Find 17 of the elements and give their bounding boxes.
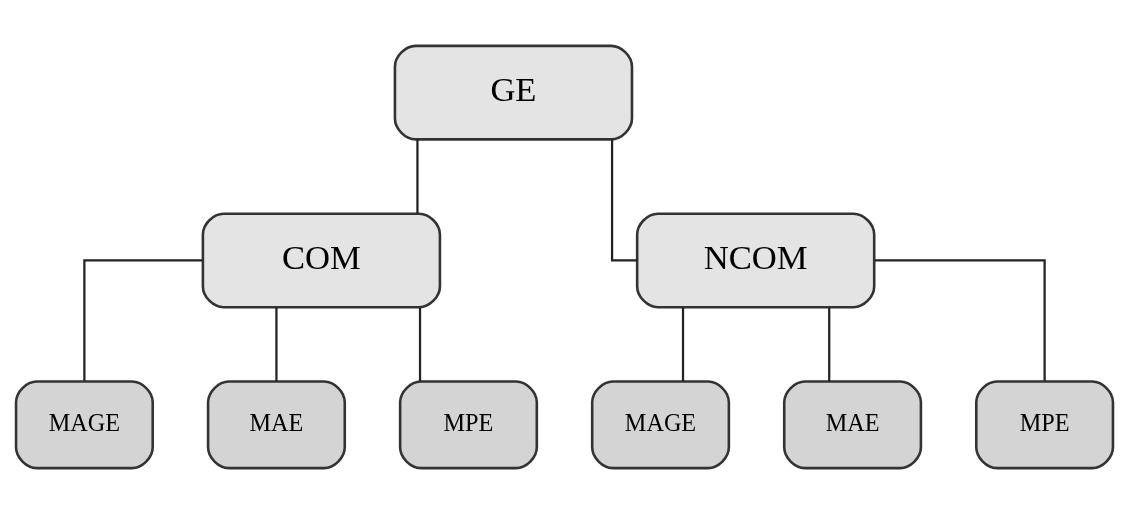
node-box: MAE [206,379,347,469]
node-box: COM [201,211,442,308]
node-box: GE [393,44,634,141]
connector [275,307,278,381]
node-box: MPE [398,379,539,469]
node-box: MPE [975,379,1115,469]
node-box: MAGE [590,379,731,469]
connector [681,307,685,381]
connector [83,258,203,381]
connector [610,138,638,262]
connector [828,307,831,381]
node-box: NCOM [635,211,876,308]
node-box: MAE [782,379,923,469]
connector [874,258,1046,381]
node-box: MAGE [14,379,154,469]
connector [418,307,422,381]
connector [416,138,419,213]
